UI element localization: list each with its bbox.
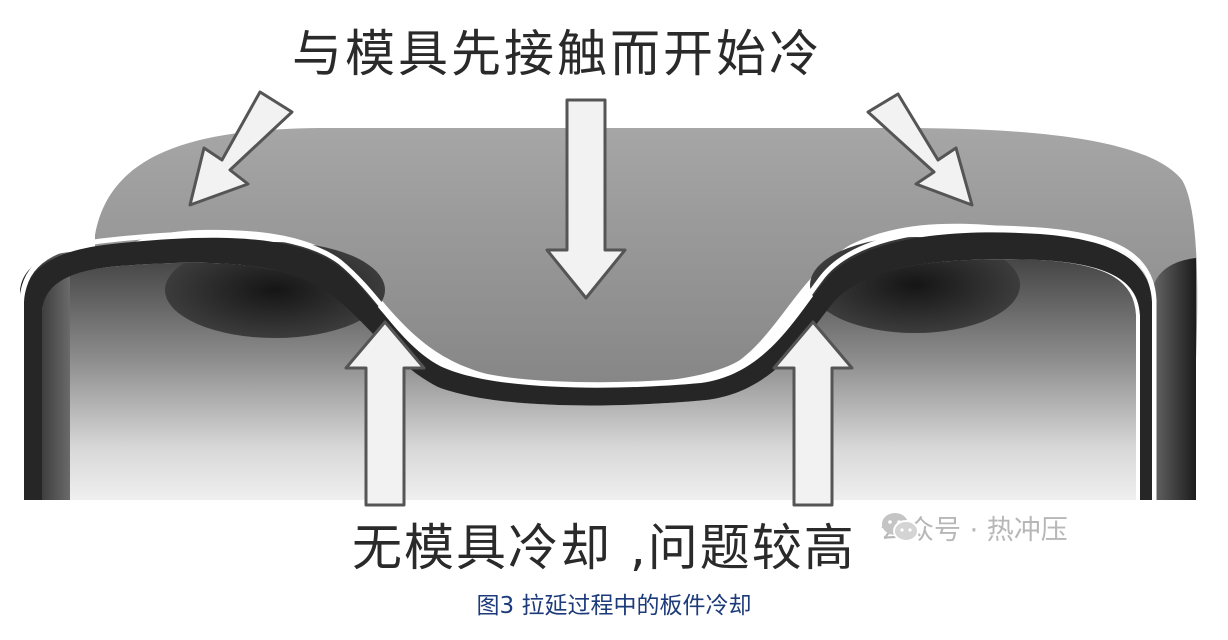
sheet-outline-outer (19, 225, 1157, 500)
cooling-diagram: 与模具先接触而开始冷 无模具冷却 ,问题较高 公众号 · 热冲压 (0, 25, 1228, 577)
watermark: 公众号 · 热冲压 (880, 510, 1068, 546)
wechat-logo-icon (882, 513, 919, 542)
sheet-band (24, 232, 1152, 500)
arrow-up-left (344, 320, 426, 507)
bottom-label: 无模具冷却 ,问题较高 (352, 519, 856, 577)
arrow-down-center (545, 98, 627, 300)
arrow-up-right (772, 320, 854, 507)
arrow-down-right (866, 92, 974, 207)
right-wall (1150, 258, 1196, 500)
bottom-base (0, 500, 1228, 504)
diagram-canvas (0, 90, 1228, 507)
top-label: 与模具先接触而开始冷 (292, 25, 822, 83)
figure-caption: 图3 拉延过程中的板件冷却 (476, 593, 752, 619)
arrow-down-left (188, 90, 294, 207)
die-top-surface (95, 128, 1198, 470)
